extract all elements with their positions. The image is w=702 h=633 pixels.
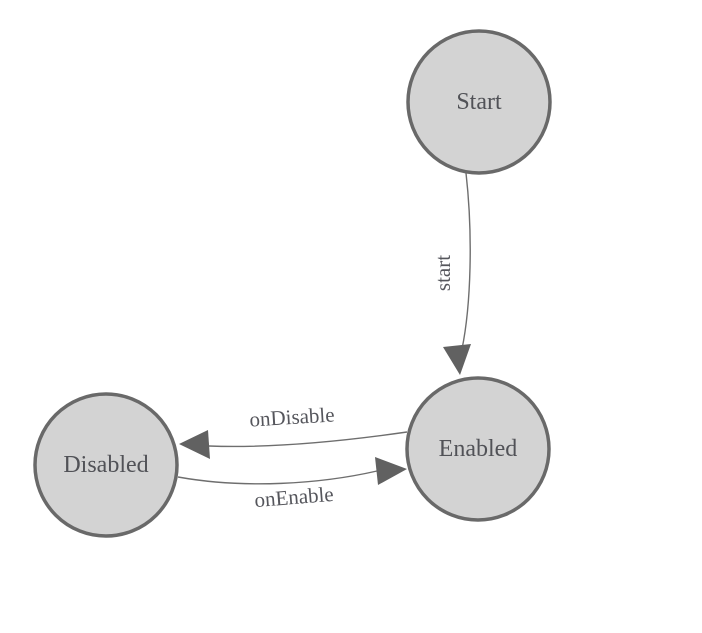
edge-line-onenable — [177, 470, 378, 485]
node-enabled-label: Enabled — [439, 436, 518, 462]
edge-disabled-to-enabled: onEnable — [177, 457, 407, 512]
arrowhead-down-icon — [443, 344, 471, 375]
edge-enabled-to-disabled: onDisable — [179, 402, 408, 459]
node-enabled-circle[interactable] — [405, 376, 551, 522]
edge-line-ondisable — [208, 431, 408, 448]
arrowhead-left-icon — [179, 430, 210, 459]
node-enabled[interactable]: Enabled — [405, 376, 551, 522]
node-disabled-label: Disabled — [63, 452, 148, 478]
node-start-circle[interactable] — [406, 29, 552, 175]
node-start[interactable]: Start — [406, 29, 552, 175]
node-start-label: Start — [456, 89, 502, 115]
edge-line-start — [461, 172, 471, 350]
edge-label-onenable: onEnable — [254, 482, 335, 512]
node-disabled[interactable]: Disabled — [33, 392, 179, 538]
edge-start-to-enabled: start — [431, 172, 471, 375]
arrowhead-right-icon — [375, 457, 407, 485]
edge-label-ondisable: onDisable — [249, 402, 335, 431]
node-disabled-circle[interactable] — [33, 392, 179, 538]
edge-label-start: start — [431, 255, 455, 291]
